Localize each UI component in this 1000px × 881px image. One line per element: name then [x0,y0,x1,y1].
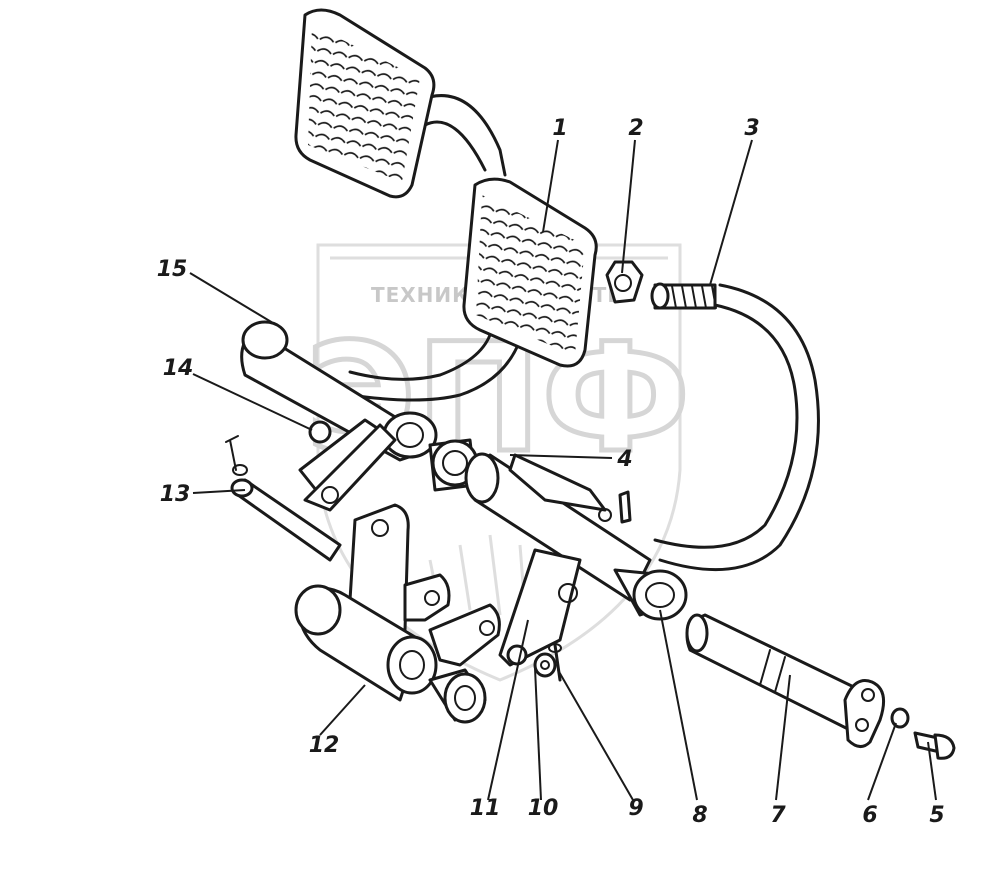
callout-12: 12 [309,733,340,758]
callout-13: 13 [160,482,191,507]
leader-lines [189,139,937,801]
upper-pedal-pad [294,8,507,199]
callout-4: 4 [616,447,632,472]
callout-6: 6 [862,803,877,828]
callout-3: 3 [744,116,759,141]
lever-links [225,418,397,562]
callout-10: 10 [528,796,559,821]
nut [605,260,644,304]
callout-8: 8 [692,803,707,828]
callout-11: 11 [470,796,501,821]
cross-shaft [464,452,688,667]
mounting-bracket [294,503,501,724]
bent-rod [650,282,820,572]
callout-7: 7 [770,803,786,828]
callout-2: 2 [628,116,643,141]
pin-and-washer [533,643,562,682]
callout-15: 15 [157,257,188,282]
callout-9: 9 [628,796,643,821]
callout-5: 5 [929,803,944,828]
callout-labels: 1 2 3 4 5 6 7 8 9 10 11 12 13 14 15 [157,116,945,828]
callout-1: 1 [552,116,567,141]
lower-pedal-pad [348,177,598,402]
pedal-axle [685,613,956,760]
callout-14: 14 [163,356,194,381]
